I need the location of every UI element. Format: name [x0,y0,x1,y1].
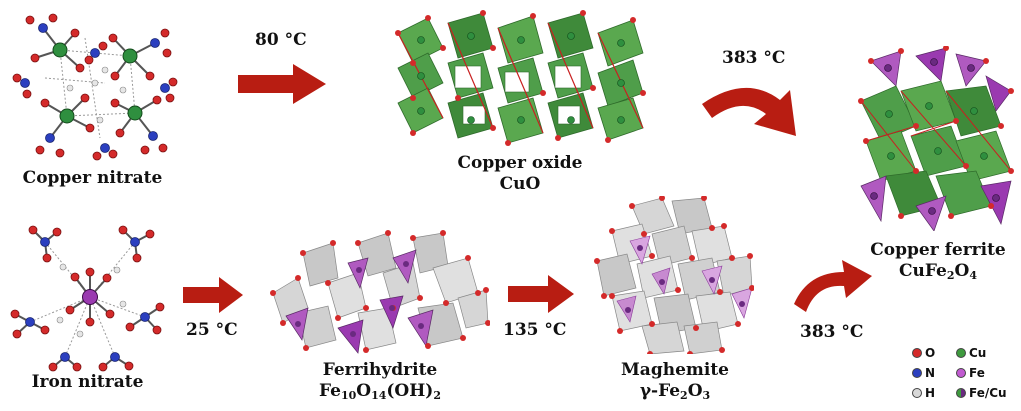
temperature-383c-bottom: 383 °C [800,322,864,342]
copper-dot-icon [956,348,966,358]
hydrogen-dot-icon [912,388,922,398]
copper-oxide-formula: CuO [499,174,541,194]
curved-arrow-383c-top [702,87,796,136]
iron-nitrate-label: Iron nitrate [5,372,170,393]
arrow-right-25c [183,277,243,313]
legend-item-fe-cu: Fe/Cu [956,386,1007,400]
legend-label: Fe [969,366,985,380]
temperature-383c-top: 383 °C [722,48,786,68]
legend-item-iron: Fe [956,366,985,380]
copper-oxide-label: Copper oxide CuO [435,153,605,195]
iron-dot-icon [956,368,966,378]
ferrihydrite-structure [270,230,490,354]
fe-cu-split-dot-icon [956,388,966,398]
curved-arrow-383c-bottom [794,260,872,312]
copper-ferrite-structure [858,46,1014,231]
copper-ferrite-label: Copper ferrite CuFe2O4 [858,240,1018,282]
copper-nitrate-structure [12,13,178,161]
copper-nitrate-name: Copper nitrate [22,168,163,188]
maghemite-structure [594,196,754,354]
copper-oxide-structure [395,10,646,146]
iron-nitrate-name: Iron nitrate [31,372,144,392]
copper-oxide-name: Copper oxide [457,153,583,173]
oxygen-dot-icon [912,348,922,358]
copper-nitrate-label: Copper nitrate [5,168,180,189]
temperature-80c: 80 °C [255,30,307,50]
maghemite-label: Maghemite γ-Fe2O3 [600,360,750,402]
legend-label: O [925,346,936,360]
legend-label: H [925,386,936,400]
nitrogen-dot-icon [912,368,922,378]
ferrihydrite-formula: Fe10O14(OH)2 [318,381,442,402]
arrow-right-80c [238,64,326,104]
temperature-135c: 135 °C [503,320,567,340]
maghemite-formula: γ-Fe2O3 [639,381,711,402]
legend-item-nitrogen: N [912,366,935,380]
temperature-25c: 25 °C [186,320,238,340]
legend-item-oxygen: O [912,346,935,360]
copper-ferrite-name: Copper ferrite [870,240,1006,260]
legend-label: N [925,366,936,380]
iron-nitrate-structure [10,225,165,372]
legend-label: Cu [969,346,987,360]
legend-item-copper: Cu [956,346,986,360]
ferrihydrite-name: Ferrihydrite [322,360,438,380]
maghemite-name: Maghemite [620,360,729,380]
legend-label: Fe/Cu [969,386,1007,400]
legend-item-hydrogen: H [912,386,935,400]
ferrihydrite-label: Ferrihydrite Fe10O14(OH)2 [290,360,470,402]
copper-ferrite-formula: CuFe2O4 [899,261,977,282]
arrow-right-135c [508,275,574,313]
